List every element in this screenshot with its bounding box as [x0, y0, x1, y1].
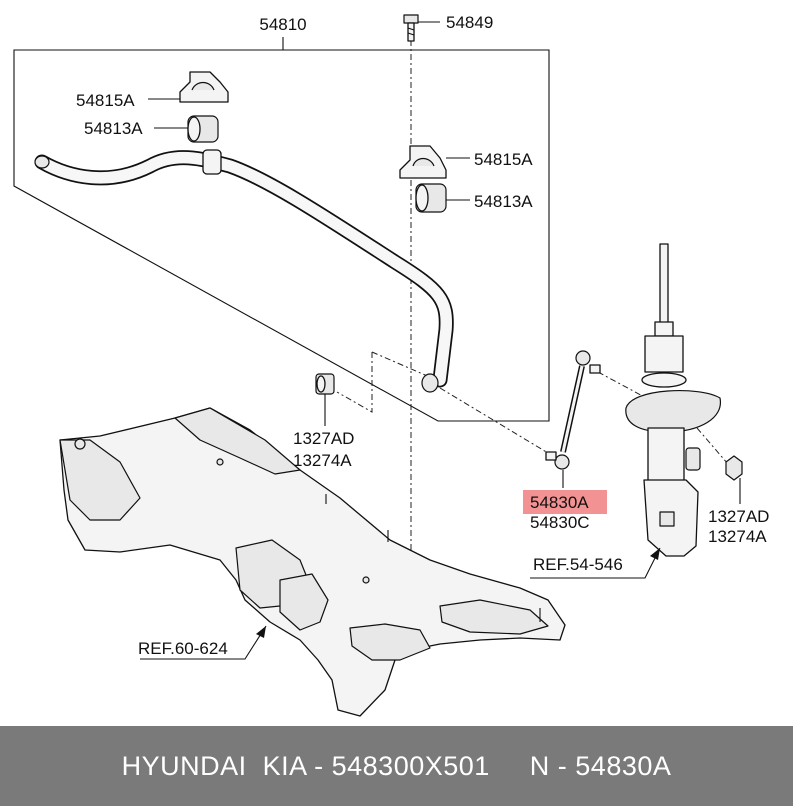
bushing-left-icon [154, 115, 219, 143]
leader-link-to-bar [371, 351, 433, 379]
highlight-box [523, 490, 607, 514]
stabilizer-link-icon [545, 350, 601, 488]
leader-link-to-strut [597, 371, 651, 401]
nut-left-icon [315, 373, 335, 426]
label-54813a-right: 54813A [474, 192, 533, 211]
parts-diagram: 54810 54849 54815A 54813A 54815A 54813A … [13, 13, 769, 717]
label-54849: 54849 [446, 13, 493, 32]
subframe-icon [59, 407, 566, 717]
label-13274a-right: 13274A [708, 527, 767, 546]
stabilizer-bar [34, 150, 454, 388]
label-ref-54-546: REF.54-546 [533, 555, 623, 574]
bracket-left-icon [148, 71, 229, 103]
label-54815a-right: 54815A [474, 150, 533, 169]
leader-link-lines [336, 352, 373, 413]
part-number-footer: HYUNDAI KIA - 548300X501 N - 54830A [0, 726, 793, 806]
assembly-outline [13, 37, 550, 422]
ref-subframe-arrow [140, 625, 267, 660]
label-54815a-left: 54815A [76, 91, 135, 110]
bar-bushing-left-mount [202, 149, 222, 175]
label-54813a-left: 54813A [84, 119, 143, 138]
label-1327ad-right: 1327AD [708, 507, 769, 526]
ref-strut-arrow [530, 547, 661, 579]
leader-strut-to-nut [696, 427, 729, 465]
label-1327ad-left: 1327AD [293, 429, 354, 448]
strut-assembly-icon [625, 243, 721, 557]
leader-bar-to-link [439, 387, 554, 457]
label-54830a: 54830A [530, 493, 589, 512]
bushing-right-icon [415, 183, 470, 213]
bracket-right-icon [399, 145, 470, 179]
label-ref-60-624: REF.60-624 [138, 639, 228, 658]
label-54830c: 54830C [530, 513, 590, 532]
label-13274a-left: 13274A [293, 451, 352, 470]
bolt-icon [403, 14, 440, 42]
label-54810: 54810 [259, 15, 306, 34]
nut-right-icon [725, 455, 743, 504]
